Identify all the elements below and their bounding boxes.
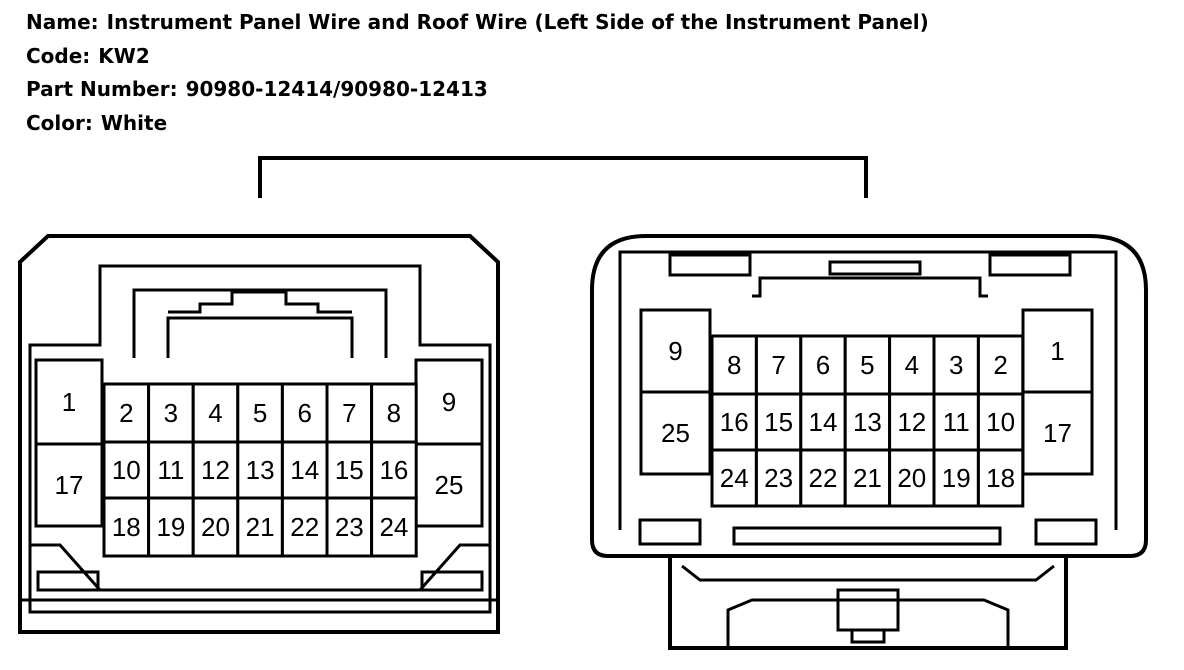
pin-cell	[147, 382, 195, 444]
pin-number: 15	[764, 407, 793, 437]
color-line: Color: White	[26, 107, 929, 141]
pin-number: 16	[720, 407, 749, 437]
pin-number: 24	[379, 512, 408, 542]
pin-number: 3	[164, 398, 178, 428]
pin-number: 11	[157, 455, 184, 485]
pin-number: 4	[208, 398, 222, 428]
pin-number: 7	[771, 350, 785, 380]
pin-number: 18	[986, 463, 1015, 493]
pin-number: 21	[246, 512, 275, 542]
pin-cell	[414, 442, 484, 528]
part-number-line: Part Number: 90980-12414/90980-12413	[26, 73, 929, 107]
code-value: KW2	[98, 43, 150, 68]
pin-number: 1	[1050, 336, 1064, 366]
pin-number: 13	[246, 455, 275, 485]
pin-number: 21	[853, 463, 882, 493]
pin-cell	[932, 392, 980, 452]
pin-number: 8	[727, 350, 741, 380]
name-line: Name: Instrument Panel Wire and Roof Wire…	[26, 6, 929, 40]
pin-number: 1	[62, 387, 76, 417]
pin-number: 23	[335, 512, 364, 542]
pin-number: 6	[297, 398, 311, 428]
pin-cell	[191, 382, 240, 444]
pin-cell	[280, 382, 329, 444]
part-number-label: Part Number:	[26, 77, 178, 101]
pin-cell	[325, 496, 374, 558]
name-value: Instrument Panel Wire and Roof Wire (Lef…	[106, 10, 929, 34]
pin-number: 19	[156, 512, 185, 542]
pin-cell	[1021, 390, 1094, 476]
pin-number: 9	[668, 336, 682, 366]
pin-number: 7	[342, 398, 356, 428]
pin-number: 13	[853, 407, 882, 437]
pin-number: 3	[949, 350, 963, 380]
pin-cell	[888, 448, 936, 508]
code-label: Code:	[26, 43, 91, 68]
pin-number: 18	[112, 512, 141, 542]
pin-number: 6	[816, 350, 830, 380]
connector-info: Name: Instrument Panel Wire and Roof Wire…	[26, 6, 929, 140]
right-connector-outline	[590, 234, 1148, 650]
bracket	[258, 156, 868, 198]
pin-cell	[976, 392, 1025, 452]
pin-number: 10	[112, 455, 141, 485]
pin-cell	[639, 308, 712, 394]
pin-number: 4	[905, 350, 919, 380]
name-label: Name:	[26, 10, 99, 34]
left-connector-outline	[18, 234, 500, 634]
pin-cell	[932, 448, 980, 508]
pin-cell	[639, 390, 712, 476]
pin-number: 17	[1043, 418, 1072, 448]
pin-cell	[147, 496, 195, 558]
pin-cell	[710, 448, 758, 508]
pin-number: 5	[860, 350, 874, 380]
pin-cell	[102, 496, 151, 558]
pin-number: 20	[897, 463, 926, 493]
pin-number: 25	[661, 418, 690, 448]
pin-number: 19	[942, 463, 971, 493]
pin-cell	[34, 358, 104, 446]
part-number-value: 90980-12414/90980-12413	[185, 77, 488, 101]
pin-cell	[799, 448, 847, 508]
pin-cell	[976, 334, 1025, 396]
pin-number: 22	[290, 512, 319, 542]
pin-cell	[976, 448, 1025, 508]
pin-number: 23	[764, 463, 793, 493]
pin-number: 9	[442, 387, 456, 417]
pin-cell	[710, 392, 758, 452]
code-line: Code: KW2	[26, 40, 929, 74]
pin-number: 2	[119, 398, 133, 428]
pin-number: 10	[986, 407, 1015, 437]
color-label: Color:	[26, 110, 93, 135]
pin-cell	[799, 392, 847, 452]
pin-number: 17	[55, 470, 84, 500]
pin-cell	[34, 442, 104, 528]
pin-cell	[280, 496, 329, 558]
pin-number: 11	[943, 407, 970, 437]
pin-number: 12	[897, 407, 926, 437]
pin-number: 2	[993, 350, 1007, 380]
pin-number: 14	[809, 407, 838, 437]
color-value: White	[100, 110, 168, 135]
pin-number: 12	[201, 455, 230, 485]
pin-number: 16	[379, 455, 408, 485]
pin-number: 20	[201, 512, 230, 542]
pin-cell	[370, 496, 418, 558]
pin-number: 22	[809, 463, 838, 493]
pin-number: 14	[290, 455, 319, 485]
pin-cell	[1021, 308, 1094, 394]
pin-number: 24	[720, 463, 749, 493]
pin-number: 25	[435, 470, 464, 500]
pin-number: 15	[335, 455, 364, 485]
pin-number: 5	[253, 398, 267, 428]
pin-number: 8	[387, 398, 401, 428]
